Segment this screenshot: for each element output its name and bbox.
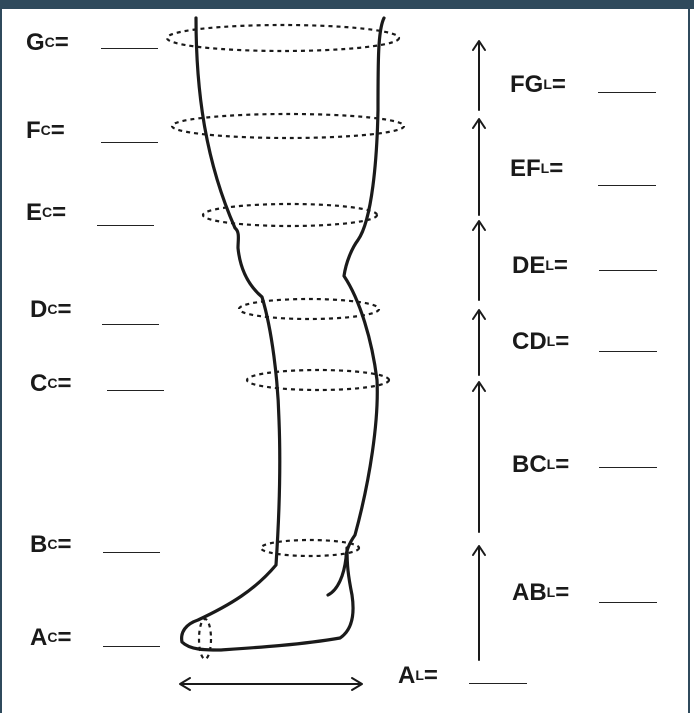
- label-e-circumference: EC=: [26, 201, 66, 225]
- blank-b-circumference[interactable]: [103, 552, 160, 553]
- label-c-circumference: CC=: [30, 372, 71, 396]
- circumference-g: [167, 25, 399, 51]
- blank-ab-length[interactable]: [599, 602, 657, 603]
- blank-f-circumference[interactable]: [101, 142, 158, 143]
- arrow-cd: [473, 310, 485, 375]
- blank-cd-length[interactable]: [599, 351, 657, 352]
- circumference-c: [247, 370, 389, 390]
- blank-de-length[interactable]: [599, 270, 657, 271]
- arrow-de: [473, 221, 485, 300]
- label-b-circumference: BC=: [30, 533, 71, 557]
- circumference-d: [239, 299, 379, 319]
- label-de-length: DEL=: [512, 254, 568, 278]
- label-fg-length: FGL=: [510, 73, 566, 97]
- arrow-fg: [473, 41, 485, 110]
- arrow-bc: [473, 382, 485, 532]
- label-cd-length: CDL=: [512, 330, 569, 354]
- label-f-circumference: FC=: [26, 119, 65, 143]
- label-a-circumference: AC=: [30, 626, 71, 650]
- blank-fg-length[interactable]: [598, 92, 656, 93]
- label-a-length: AL=: [398, 664, 438, 688]
- arrow-ab: [473, 546, 485, 660]
- blank-a-circumference[interactable]: [103, 646, 160, 647]
- blank-ef-length[interactable]: [598, 185, 656, 186]
- label-ab-length: ABL=: [512, 581, 569, 605]
- blank-a-length[interactable]: [469, 683, 527, 684]
- label-g-circumference: GC=: [26, 31, 69, 55]
- label-ef-length: EFL=: [510, 157, 563, 181]
- blank-d-circumference[interactable]: [102, 324, 159, 325]
- circumference-a: [199, 619, 211, 659]
- blank-bc-length[interactable]: [599, 467, 657, 468]
- label-bc-length: BCL=: [512, 453, 569, 477]
- arrow-foot-length: [180, 678, 362, 690]
- arrow-ef: [473, 119, 485, 215]
- label-d-circumference: DC=: [30, 298, 71, 322]
- blank-c-circumference[interactable]: [107, 390, 164, 391]
- blank-g-circumference[interactable]: [101, 48, 158, 49]
- blank-e-circumference[interactable]: [97, 225, 154, 226]
